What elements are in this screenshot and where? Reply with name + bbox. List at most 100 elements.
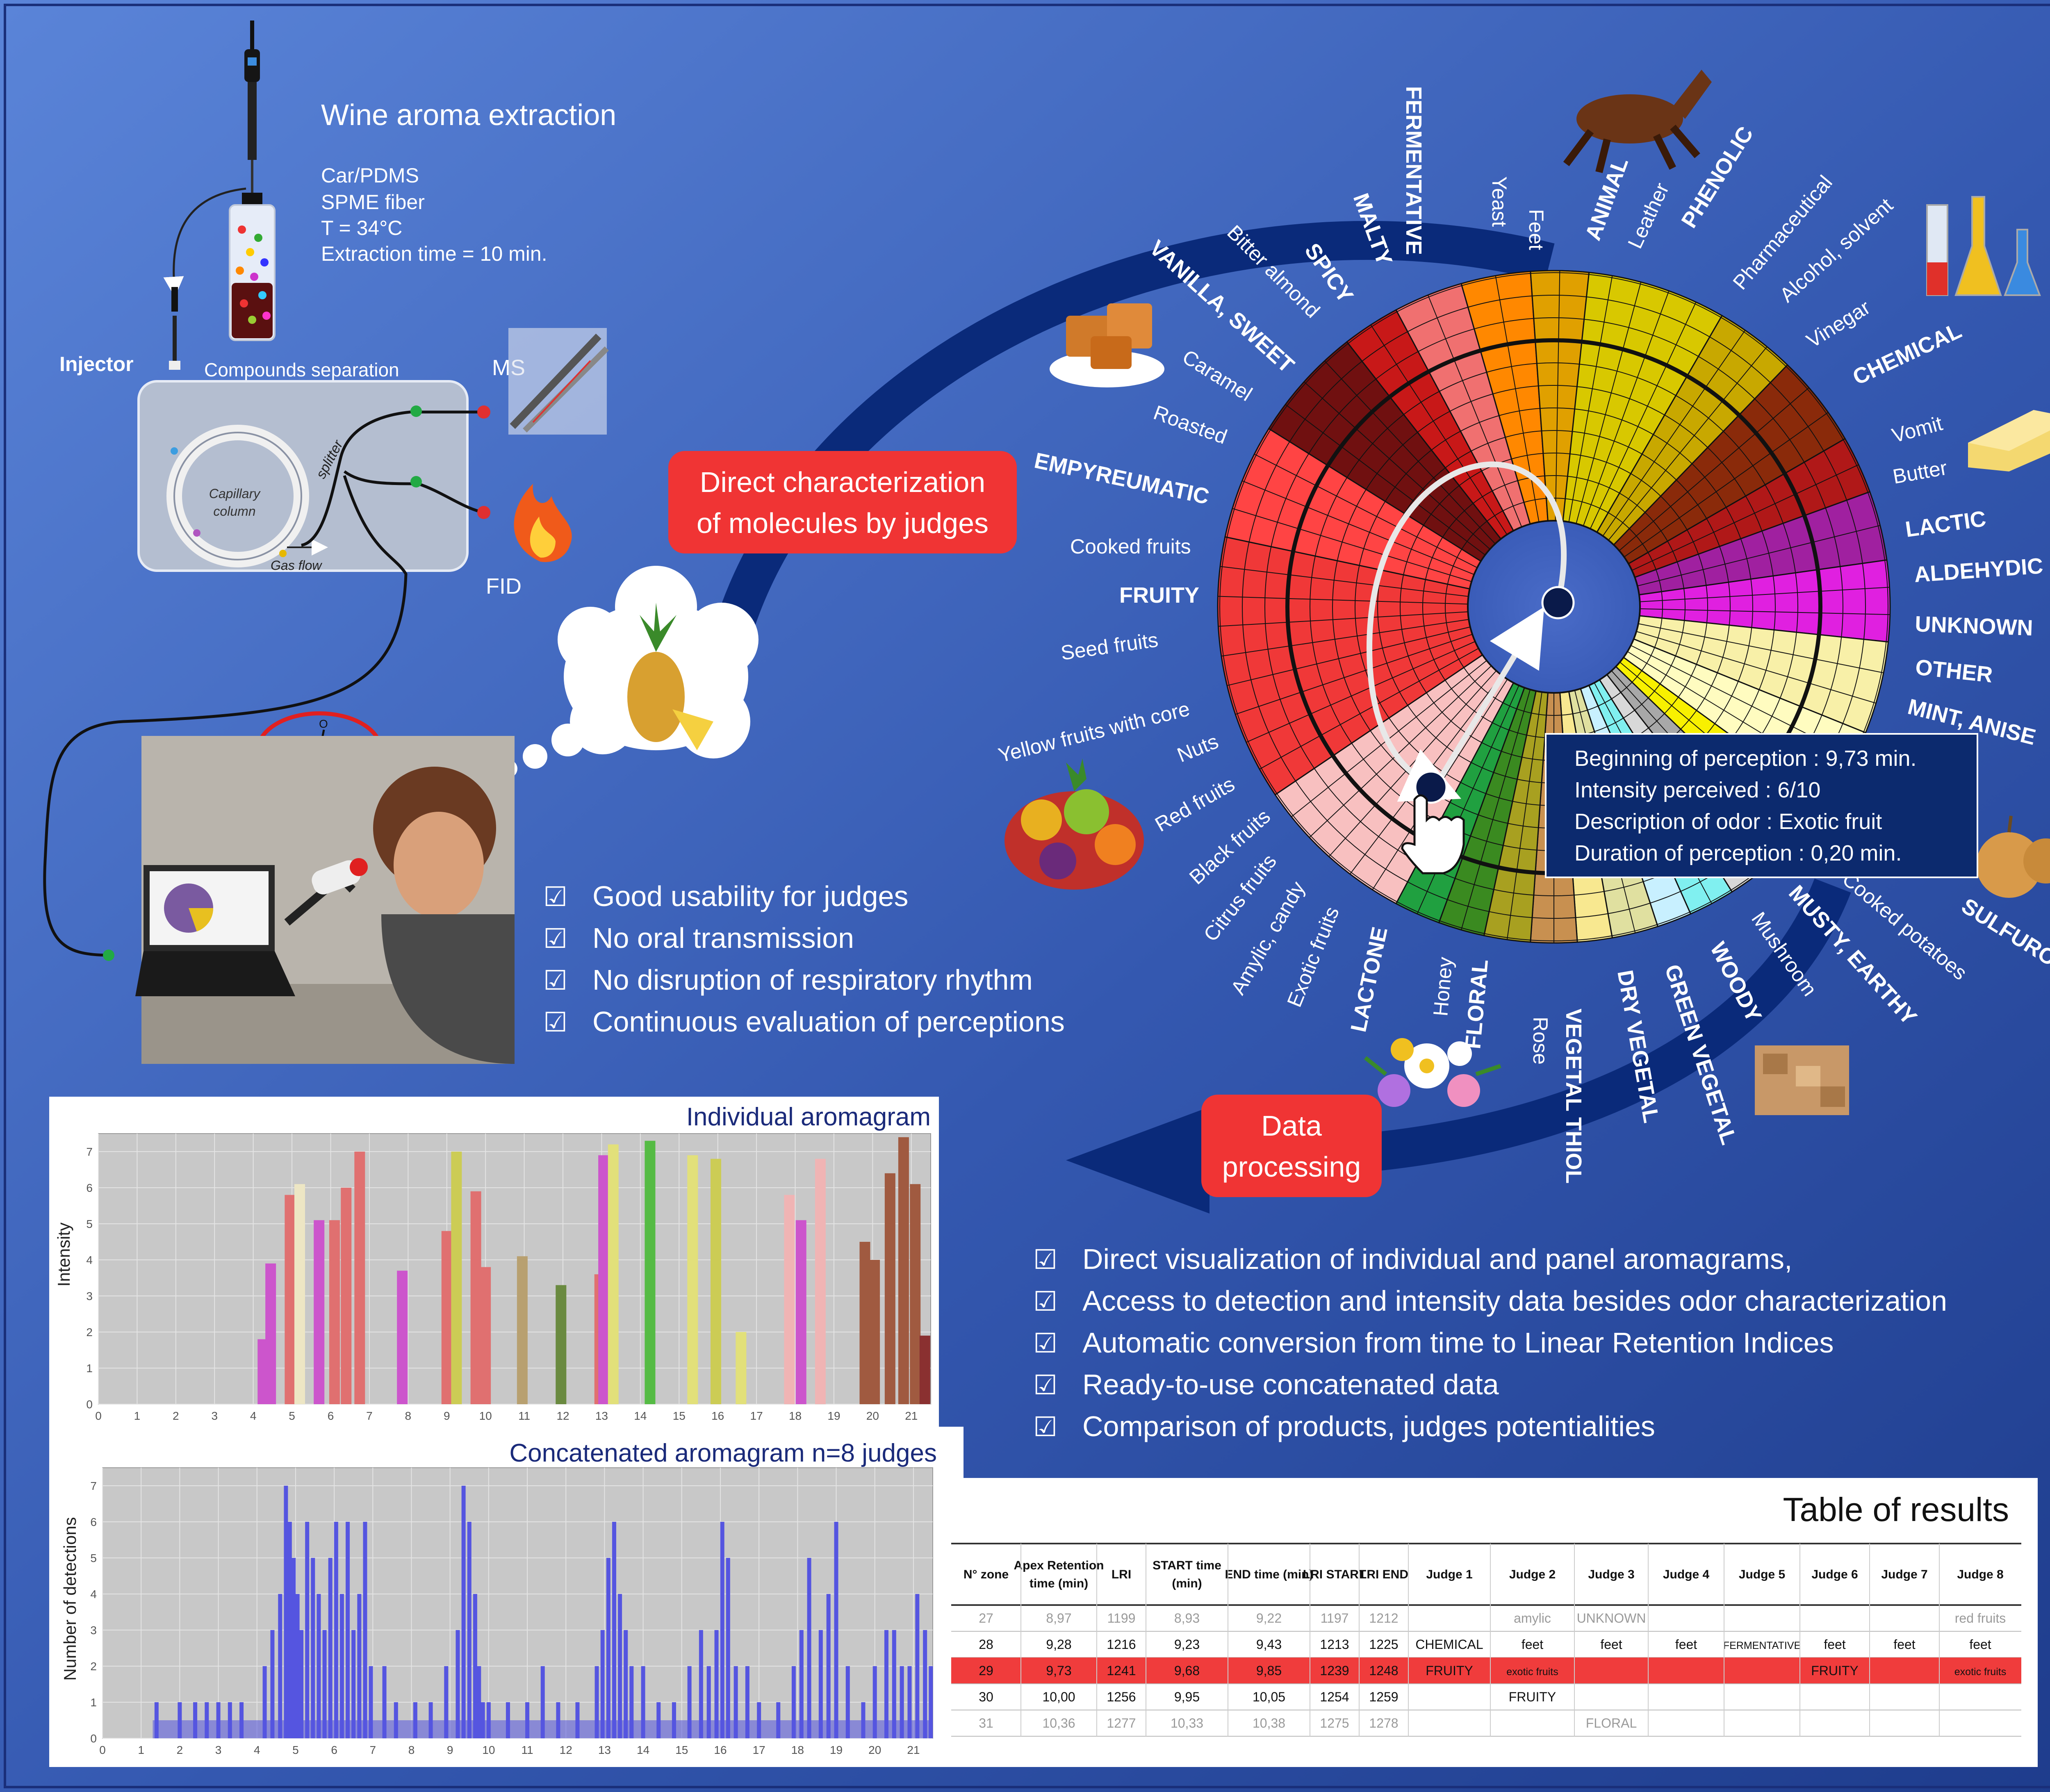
wheel-subdivision (1370, 324, 1508, 535)
wheel-subdivision (1427, 295, 1522, 527)
chart-x-tick: 16 (711, 1409, 724, 1422)
wheel-subdivision (1227, 626, 1471, 686)
table-cell: feet (1893, 1637, 1915, 1652)
direct-characterization-line-1: Direct characterization (700, 466, 985, 498)
data-processing-line-2: processing (1222, 1151, 1361, 1183)
wheel-subdivision (1246, 641, 1476, 743)
direct-characterization-line-2: of molecules by judges (697, 507, 989, 539)
chart-x-tick: 8 (408, 1744, 415, 1756)
chart-bar (624, 1630, 628, 1738)
chart-x-tick: 17 (753, 1744, 765, 1756)
wheel-subdivision (1638, 623, 1884, 674)
judge-photo (135, 736, 515, 1064)
table-cell: 10,33 (1171, 1716, 1203, 1731)
processing-benefit-check-4: ☑ (1033, 1369, 1057, 1401)
chart-y-tick: 3 (90, 1624, 97, 1637)
individual-aromagram-title: Individual aromagram (686, 1103, 931, 1131)
chart-y-tick: 3 (86, 1290, 93, 1302)
chart-x-tick: 19 (830, 1744, 843, 1756)
wheel-subdivision (1640, 608, 1890, 615)
chart-y-tick: 6 (86, 1182, 93, 1194)
chart-bar (826, 1594, 831, 1738)
chart-bar (807, 1558, 811, 1738)
table-cell: FRUITY (1811, 1663, 1859, 1678)
table-cell: 31 (979, 1716, 993, 1731)
chart-bar (470, 1191, 481, 1404)
wheel-subdivision (1608, 346, 1768, 541)
thought-bubble (499, 566, 758, 778)
chart-bar (363, 1522, 367, 1738)
chart-bar (745, 1666, 749, 1738)
judge-benefit-1: Good usability for judges (592, 880, 908, 912)
chart-x-tick: 17 (750, 1409, 763, 1422)
chart-bar (687, 1155, 698, 1404)
wheel-label: Yeast (1488, 176, 1511, 227)
wheel-subdivision (1324, 360, 1496, 544)
chart-bar (910, 1184, 921, 1404)
chart-y-tick: 7 (86, 1145, 93, 1158)
chart-bar (287, 1522, 292, 1738)
flame-icon (514, 484, 572, 562)
wheel-label: FERMENTATIVE (1401, 86, 1426, 255)
info-intensity: Intensity perceived : 6/10 (1574, 778, 1820, 802)
table-cell: feet (1600, 1637, 1622, 1652)
chart-bar (354, 1152, 365, 1404)
processing-benefit-check-2: ☑ (1033, 1286, 1057, 1317)
wheel-ring (1219, 272, 1888, 941)
table-cell: 8,97 (1046, 1611, 1071, 1626)
extraction-line-2: SPME fiber (321, 191, 425, 214)
chart-bar (900, 1666, 904, 1738)
chart-bar (733, 1666, 738, 1738)
chart-bar (923, 1630, 927, 1738)
chart-bar (285, 1195, 296, 1404)
table-cell: 1216 (1107, 1637, 1136, 1652)
chart-x-tick: 16 (714, 1744, 727, 1756)
chart-bar (341, 1188, 352, 1404)
table-cell: 1212 (1369, 1611, 1398, 1626)
chart-y-tick: 4 (90, 1588, 97, 1601)
chart-bar (441, 1231, 452, 1404)
chart-bar (687, 1666, 692, 1738)
chart-y-tick: 2 (90, 1660, 97, 1673)
chart-bar (606, 1558, 610, 1738)
chart-bar (919, 1335, 930, 1404)
chart-x-tick: 10 (482, 1744, 495, 1756)
table-cell: FLORAL (1586, 1716, 1637, 1731)
chart-x-tick: 4 (250, 1409, 257, 1422)
chart-bar (710, 1159, 721, 1404)
table-cell: 30 (979, 1690, 993, 1704)
chart-x-tick: 21 (905, 1409, 918, 1422)
chart-bar (714, 1630, 719, 1738)
table-cell: 10,05 (1253, 1690, 1285, 1704)
chart-bar (869, 1260, 880, 1404)
chart-x-tick: 14 (637, 1744, 649, 1756)
table-header-cell: LRI END (1359, 1568, 1408, 1581)
chart-bar (339, 1594, 344, 1738)
table-header-cell: LRI (1112, 1568, 1131, 1581)
table-cell: amylic (1514, 1611, 1551, 1626)
wheel-subdivision (1637, 525, 1880, 587)
chart-bar (334, 1522, 338, 1738)
table-cell: 10,36 (1042, 1716, 1075, 1731)
chart-bar (892, 1630, 896, 1738)
chart-x-tick: 7 (366, 1409, 373, 1422)
butter-icon (1968, 410, 2050, 471)
table-cell: 1277 (1107, 1716, 1136, 1731)
processing-benefit-1: Direct visualization of individual and p… (1082, 1243, 1792, 1275)
chart-y-tick: 2 (86, 1326, 93, 1339)
table-header-cell: LRI START (1303, 1568, 1366, 1581)
chart-bar (720, 1522, 724, 1738)
chart-x-tick: 1 (138, 1744, 144, 1756)
chart-bar (795, 1220, 806, 1404)
table-header-cell: N° zone (963, 1568, 1009, 1581)
wheel-subdivision (1631, 464, 1859, 571)
chart-bar (322, 1630, 327, 1738)
chart-bar (629, 1666, 634, 1738)
chart-x-tick: 4 (254, 1744, 260, 1756)
extraction-title: Wine aroma extraction (321, 99, 616, 132)
judge-benefit-3: No disruption of respiratory rhythm (592, 964, 1033, 996)
chart-x-tick: 2 (177, 1744, 183, 1756)
chart-bar (295, 1594, 300, 1738)
table-cell: 1256 (1107, 1690, 1136, 1704)
